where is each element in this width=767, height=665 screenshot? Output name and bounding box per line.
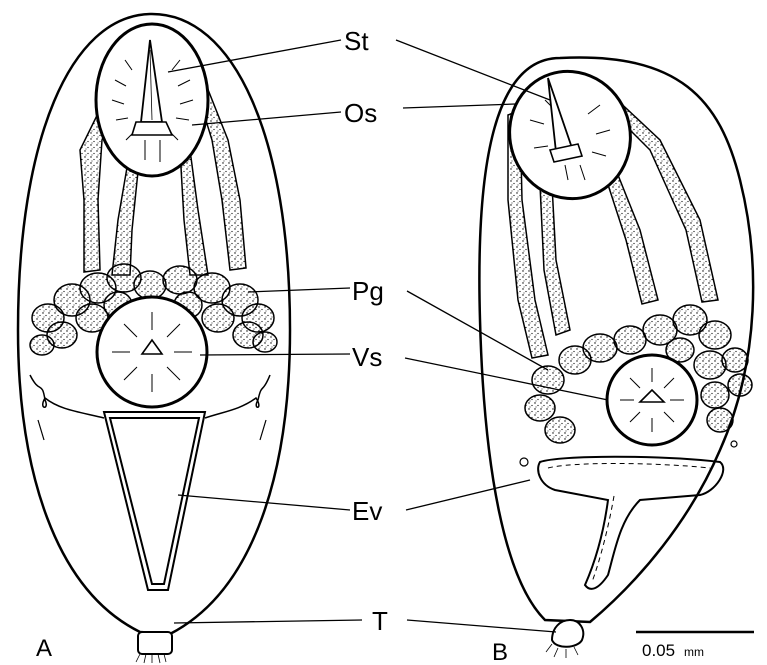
specimen-a xyxy=(18,14,290,663)
panel-label-b: B xyxy=(492,639,508,665)
excretory-vesicle-b xyxy=(538,457,723,589)
excretory-vesicle-a xyxy=(104,412,205,590)
label-t: T xyxy=(372,606,388,636)
label-ev: Ev xyxy=(352,496,382,526)
specimen-b xyxy=(479,56,753,658)
scale-bar-value: 0.05 xyxy=(642,641,675,660)
label-vs: Vs xyxy=(352,342,382,372)
label-st: St xyxy=(344,26,369,56)
gland-duct-b2 xyxy=(540,185,570,335)
label-os: Os xyxy=(344,98,377,128)
tail-a xyxy=(138,632,172,654)
scale-bar-unit: mm xyxy=(684,645,704,659)
label-pg: Pg xyxy=(352,276,384,306)
gland-duct-a3 xyxy=(180,150,208,275)
tail-b xyxy=(552,620,583,647)
panel-label-a: A xyxy=(36,635,52,662)
